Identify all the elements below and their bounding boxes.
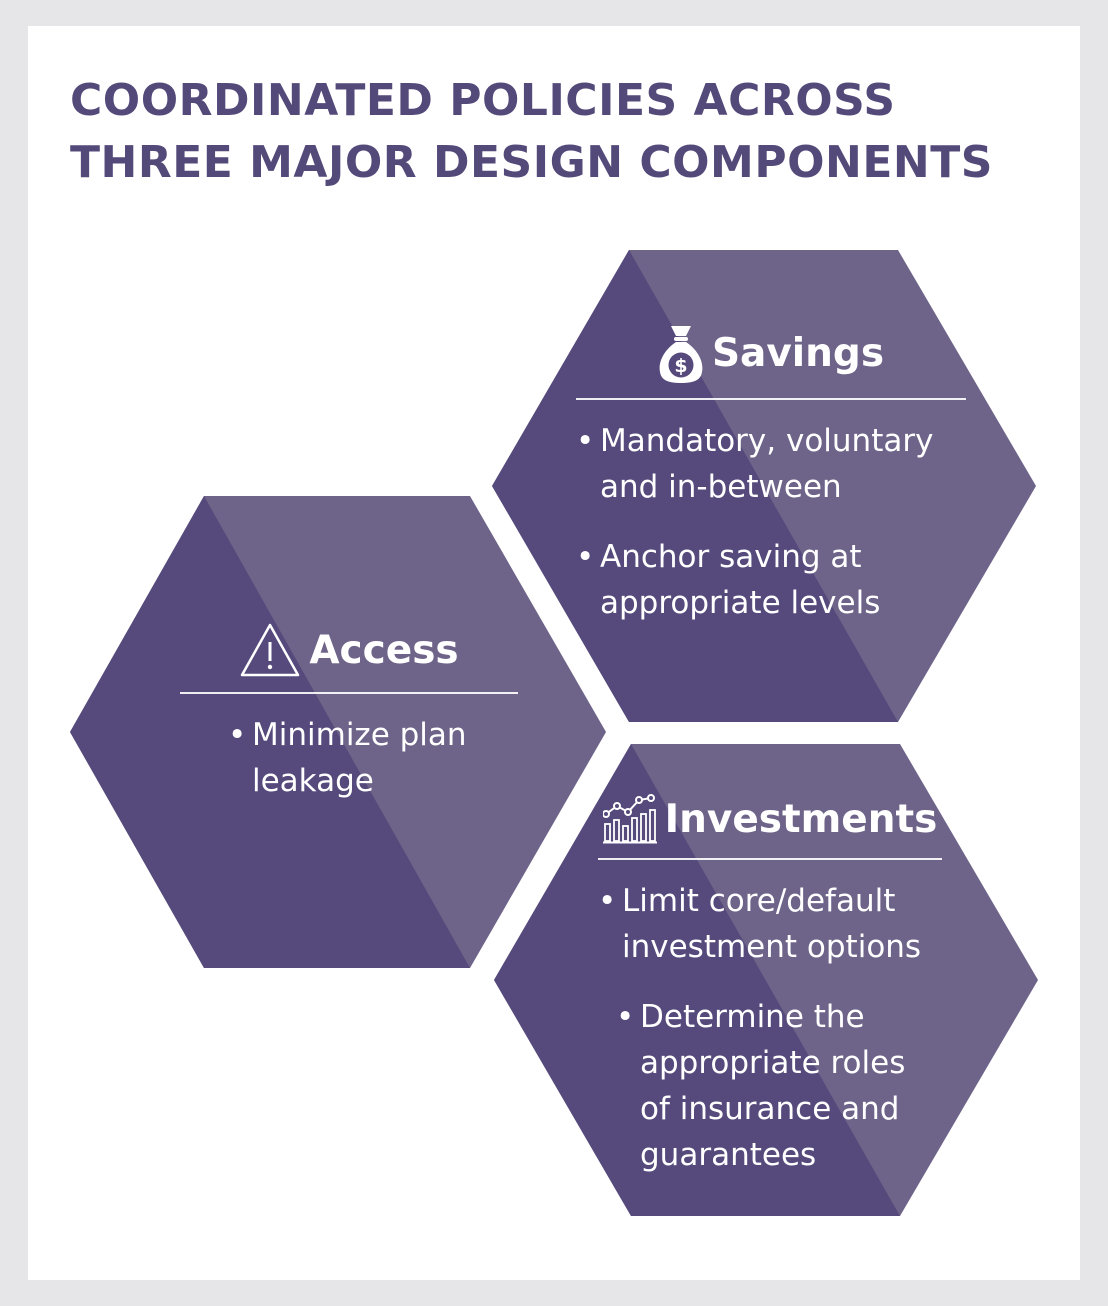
- savings-heading: $ Savings: [576, 322, 966, 384]
- title-line-1: COORDINATED POLICIES ACROSS: [70, 75, 896, 126]
- title-line-2: THREE MAJOR DESIGN COMPONENTS: [70, 137, 993, 188]
- hex-investments: Investments Limit core/default investmen…: [494, 744, 1038, 1216]
- savings-bullet-1: Mandatory, voluntary and in-between: [576, 418, 966, 510]
- investments-heading: Investments: [598, 794, 942, 844]
- savings-bullet-list: Mandatory, voluntary and in-between Anch…: [576, 418, 966, 626]
- investments-title: Investments: [664, 796, 938, 842]
- access-bullet-1: Minimize plan leakage: [228, 712, 518, 804]
- svg-text:$: $: [674, 355, 687, 377]
- warning-triangle-icon: [241, 623, 300, 677]
- access-heading: Access: [180, 622, 518, 678]
- savings-bullet-2: Anchor saving at appropriate levels: [576, 534, 966, 626]
- access-divider: [180, 692, 518, 694]
- bar-chart-trend-icon: [602, 794, 657, 844]
- infographic-panel: COORDINATED POLICIES ACROSS THREE MAJOR …: [28, 26, 1080, 1280]
- hex-access: Access Minimize plan leakage: [70, 496, 606, 968]
- savings-divider: [576, 398, 966, 400]
- investments-bullet-1: Limit core/default investment options: [598, 878, 942, 970]
- investments-bullet-list: Limit core/default investment options De…: [598, 878, 942, 1178]
- access-title: Access: [309, 627, 459, 673]
- savings-title: Savings: [711, 330, 885, 376]
- hex-savings: $ Savings Mandatory, voluntary and in-be…: [492, 250, 1036, 722]
- access-bullet-list: Minimize plan leakage: [180, 712, 518, 804]
- investments-divider: [598, 858, 942, 860]
- money-bag-icon: $: [659, 326, 703, 383]
- investments-bullet-2: Determine the appropriate roles of insur…: [616, 994, 942, 1178]
- page-title: COORDINATED POLICIES ACROSS THREE MAJOR …: [70, 70, 993, 194]
